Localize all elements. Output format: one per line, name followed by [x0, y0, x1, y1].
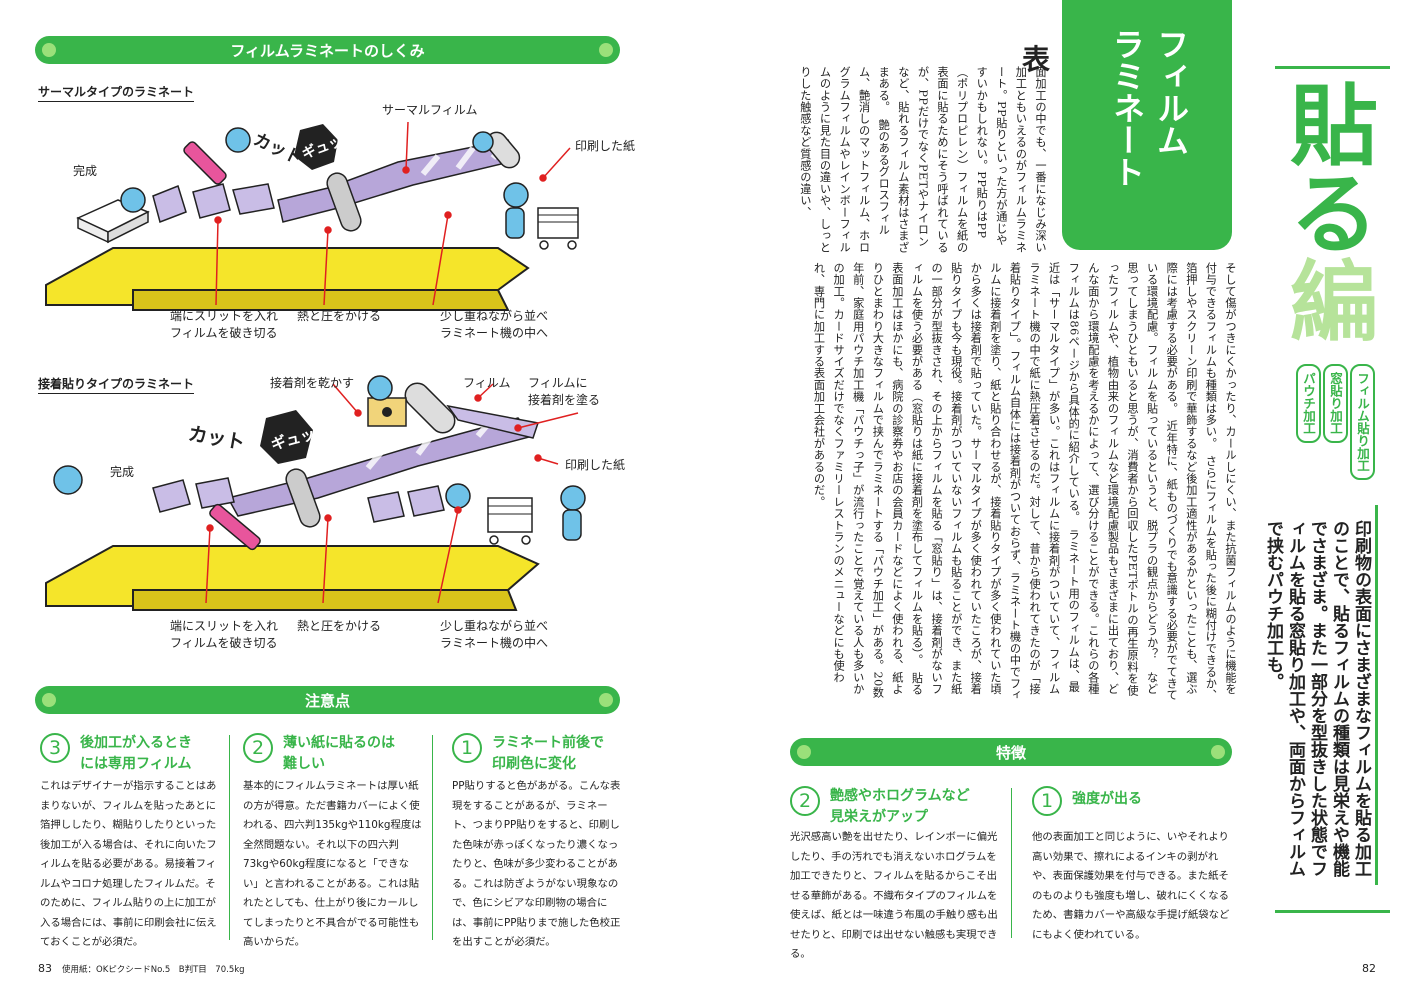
thermal-feed-label: 少し重ねながら並べ ラミネート機の中へ [440, 309, 549, 340]
folio-left: 83 [38, 962, 52, 975]
feature-2-title: 艶感やホログラムなど 見栄えがアップ [830, 788, 970, 825]
body-lower: そして傷がつきにくかったり、カールしにくい、また抗菌フィルムのように機能を付与で… [812, 262, 1237, 701]
mechanism-title-bar: フィルムラミネートのしくみ [35, 36, 620, 64]
note-2-body: 基本的にフィルムラミネートは厚い紙の方が得意。ただ書籍カバーによく使われる、四六… [243, 780, 422, 948]
chapter-side-rule [1375, 505, 1378, 885]
note-1-number: 1 [452, 733, 482, 763]
note-3-title: 後加工が入るとき には専用フィルム [80, 735, 192, 772]
folio-right: 82 [1362, 962, 1376, 975]
chapter-kanji-3: 編 [1290, 251, 1379, 354]
feature-2-header: 2 艶感やホログラムなど 見栄えがアップ [790, 786, 970, 828]
thermal-diagram: ギュッ カット [45, 121, 579, 311]
note-3-number: 3 [40, 733, 70, 763]
thermal-heat-label: 熱と圧をかける [297, 309, 382, 323]
adhesive-done-label: 完成 [110, 465, 135, 479]
notes-title: 注意点 [304, 691, 350, 710]
features-title-bar: 特徴 [790, 738, 1232, 766]
feature-1-body: 他の表面加工と同じように、いやそれより高い効果で、擦れによるインキの剥がれや、表… [1032, 831, 1230, 941]
adhesive-heading: 接着貼りタイプのラミネート [38, 375, 195, 394]
feature-2-number: 2 [790, 786, 820, 816]
chapter-tab-window: 窓貼り加工 [1323, 364, 1348, 443]
note-3-body: これはデザイナーが指示することはあまりないが、フィルムを貼ったあとに箔押ししたり… [40, 780, 217, 948]
divider [229, 735, 230, 940]
thermal-film-label: サーマルフィルム [382, 103, 478, 117]
drop-cap: 表 [1022, 43, 1051, 76]
feature-2-body: 光沢感高い艶を出せたり、レインボーに偏光したり、手の汚れでも消えないホログラムを… [790, 831, 998, 960]
mechanism-title: フィルムラミネートのしくみ [230, 41, 425, 60]
chapter-tab-pouch: パウチ加工 [1296, 364, 1321, 443]
adhesive-glue-label: フィルムに 接着剤を塗る [528, 376, 601, 407]
note-1-header: 1 ラミネート前後で 印刷色に変化 [452, 733, 604, 775]
thermal-slit-label: 端にスリットを入れ フィルムを破き切る [170, 309, 279, 340]
adhesive-film-label: フィルム [463, 376, 511, 390]
feature-1-title: 強度が出る [1072, 791, 1142, 807]
adhesive-dry-label: 接着剤を乾かす [270, 376, 355, 390]
chapter-kanji-2: る [1290, 163, 1379, 266]
adhesive-paper-label: 印刷した紙 [565, 458, 626, 472]
divider [432, 735, 433, 940]
note-2-header: 2 薄い紙に貼るのは 難しい [243, 733, 395, 775]
adhesive-diagram: ギュッ カット [45, 375, 586, 611]
chapter-top-rule [1275, 66, 1390, 69]
cut-text: カット [187, 423, 247, 455]
thermal-done-label: 完成 [73, 164, 98, 178]
thermal-paper-label: 印刷した紙 [575, 139, 636, 153]
mascot-figure [120, 127, 529, 239]
chapter-kanji-1: 貼 [1290, 75, 1379, 178]
section-title-block [1062, 0, 1232, 250]
chapter-tab-film: フィルム貼り加工 [1350, 364, 1375, 480]
note-1-body: PP貼りすると色があがる。こんな表現をすることがあるが、ラミネート、つまりPP貼… [452, 780, 621, 948]
features-title: 特徴 [995, 743, 1026, 762]
feature-1-header: 1 強度が出る [1032, 786, 1142, 816]
paper-stack [537, 207, 579, 250]
note-3-header: 3 後加工が入るとき には専用フィルム [40, 733, 192, 775]
cut-text: カット [250, 130, 305, 170]
divider [1011, 788, 1012, 938]
thermal-heading: サーマルタイプのラミネート [38, 83, 195, 102]
mascot-figure [53, 375, 586, 541]
feature-1-number: 1 [1032, 786, 1062, 816]
adhesive-heat-label: 熱と圧をかける [297, 619, 382, 633]
section-title: フィルム ラミネート [1108, 28, 1190, 188]
chapter-bottom-rule [1275, 910, 1390, 913]
note-1-title: ラミネート前後で 印刷色に変化 [492, 735, 604, 772]
note-2-title: 薄い紙に貼るのは 難しい [283, 735, 395, 772]
notes-title-bar: 注意点 [35, 686, 620, 714]
body-upper: 面加工の中でも、一番になじみ深い加工ともいえるのがフィルムラミネート。PP貼りと… [798, 66, 1047, 254]
paper-spec: 使用紙：OKピクシードNo.5 B判T目 70.5kg [62, 965, 245, 975]
adhesive-feed-label: 少し重ねながら並べ ラミネート機の中へ [440, 619, 549, 650]
paper-stack [487, 497, 533, 545]
adhesive-slit-label: 端にスリットを入れ フィルムを破き切る [170, 619, 279, 650]
chapter-intro: 印刷物の表面にさまざまなフィルムを貼る加工のことで、貼るフィルムの種類は見栄えや… [1263, 520, 1371, 877]
note-2-number: 2 [243, 733, 273, 763]
